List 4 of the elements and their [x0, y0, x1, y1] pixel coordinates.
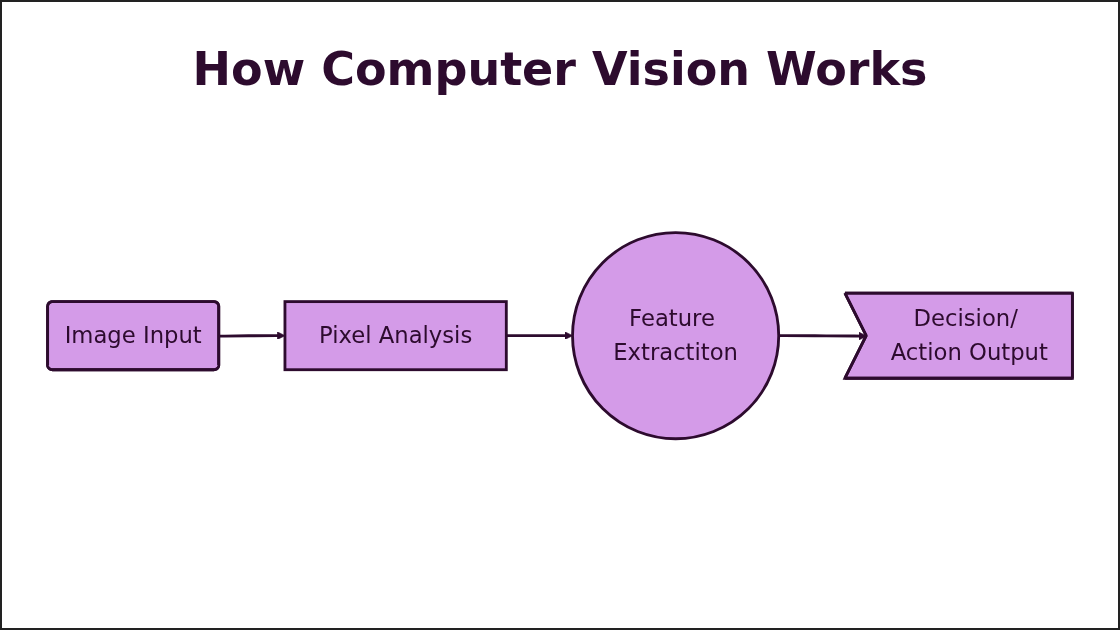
- title: How Computer Vision Works: [192, 42, 928, 96]
- node-circle: Feature Extractiton: [571, 231, 781, 441]
- node-box: Pixel Analysis: [283, 300, 508, 372]
- arrow: [506, 331, 573, 341]
